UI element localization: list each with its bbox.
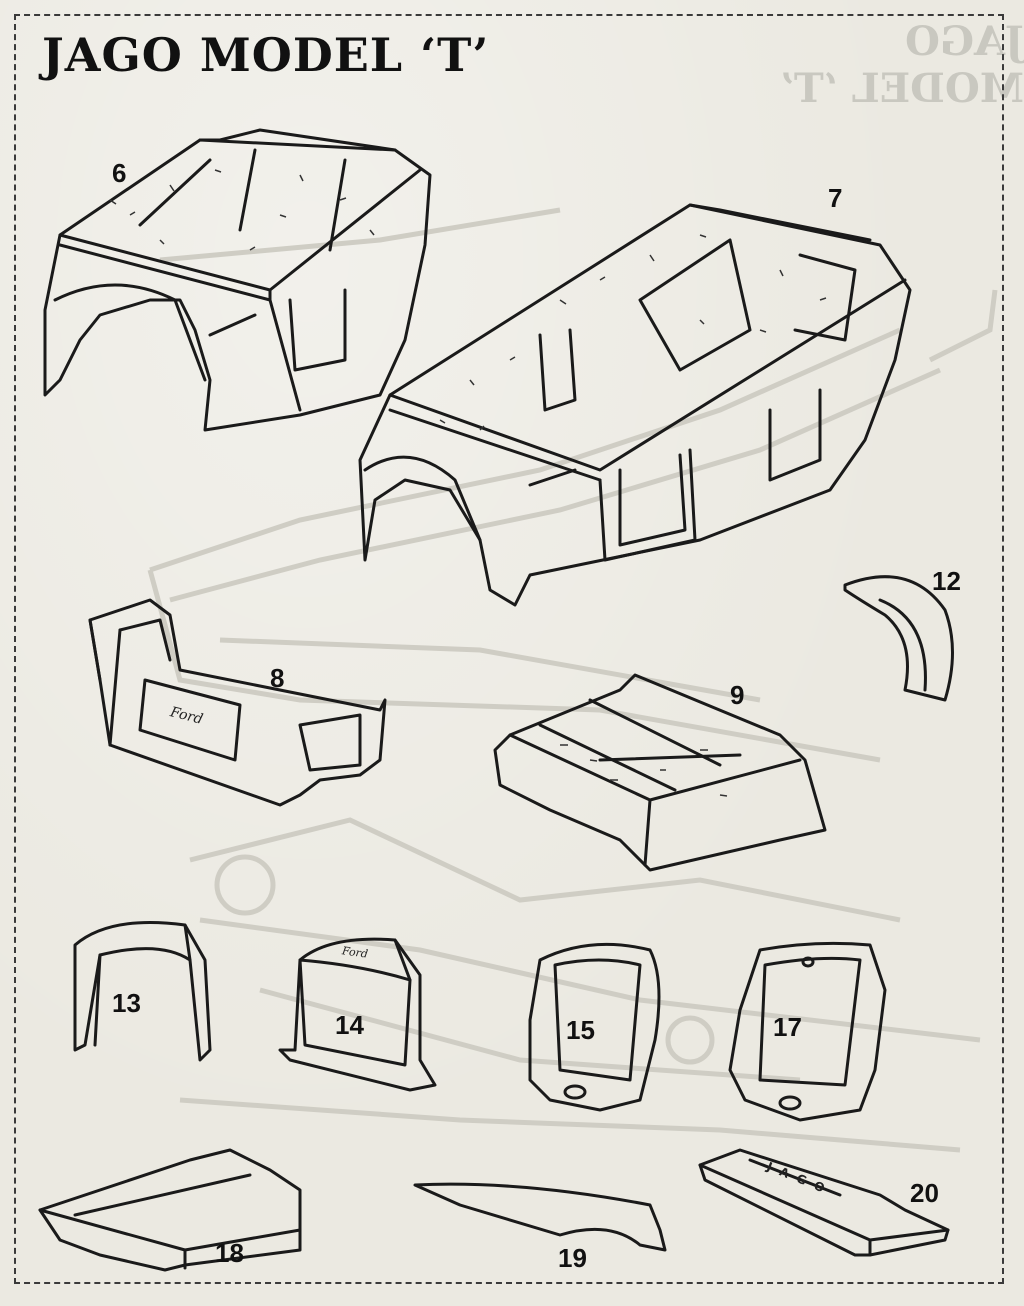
part-7-number: 7: [828, 183, 843, 213]
part-9-seat-drawing: [493, 673, 827, 872]
part-20-number: 20: [910, 1178, 939, 1208]
part-9-number: 9: [730, 680, 745, 710]
page-title: JAGO MODEL ‘T’: [42, 28, 490, 82]
part-17-number: 17: [773, 1012, 802, 1042]
part-12-number: 12: [932, 566, 961, 596]
part-13-number: 13: [112, 988, 141, 1018]
part-20-badge-block-drawing: [698, 1148, 950, 1257]
part-8-number: 8: [270, 663, 285, 693]
page-border: [14, 14, 1004, 1284]
part-8-dashboard-drawing: [88, 598, 387, 807]
part-19-number: 19: [558, 1243, 587, 1273]
part-13-radiator-shell-drawing: [73, 921, 212, 1062]
part-14-radiator-shell-drawing: [278, 937, 437, 1092]
part-18-number: 18: [215, 1238, 244, 1268]
part-6-number: 6: [112, 158, 127, 188]
part-15-number: 15: [566, 1015, 595, 1045]
stipple-texture: [109, 169, 827, 797]
part-14-number: 14: [335, 1010, 364, 1040]
part-7-body-tub-drawing: [358, 203, 912, 607]
part-12-fender-drawing: [843, 575, 954, 702]
part-15-radiator-grille-drawing: [528, 942, 661, 1112]
part-17-radiator-grille-drawing: [728, 941, 887, 1122]
part-19-floor-pan-drawing: [413, 1182, 667, 1252]
part-6-body-tub-drawing: [43, 128, 432, 432]
part-18-panel-drawing: [38, 1148, 302, 1272]
